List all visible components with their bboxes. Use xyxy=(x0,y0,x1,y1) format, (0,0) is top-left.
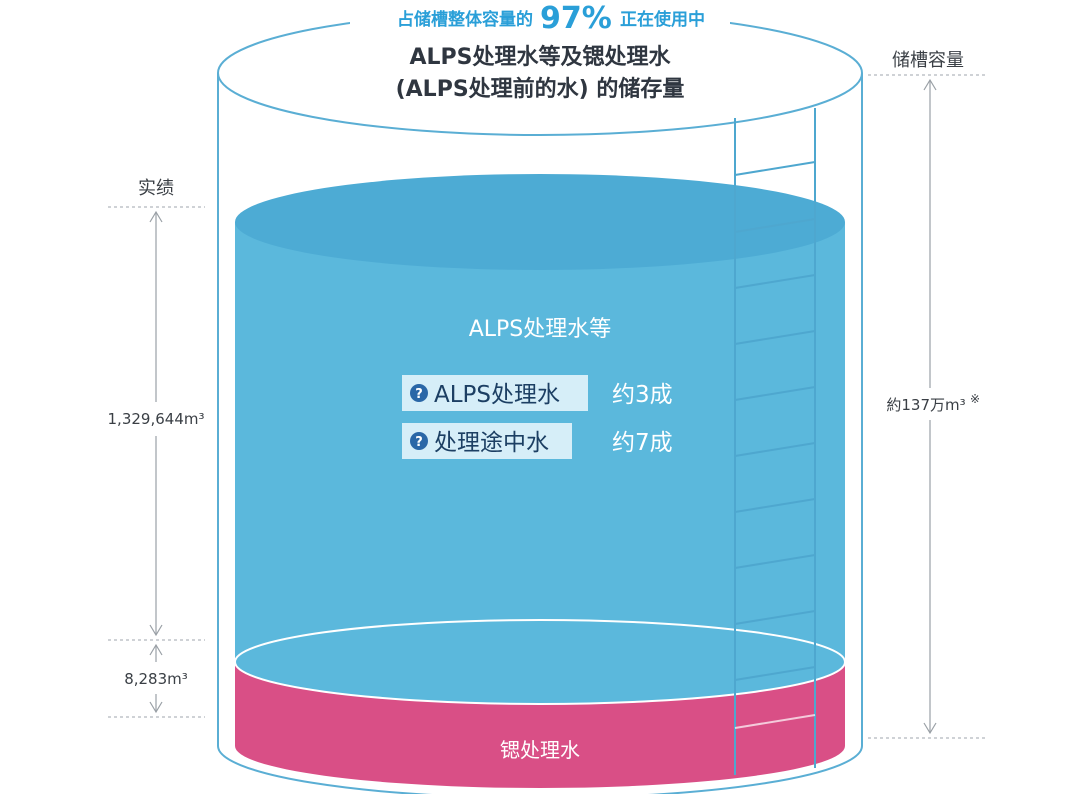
ladder xyxy=(734,108,816,775)
left-axis-title: 实绩 xyxy=(138,178,174,199)
item-row-midprocess: ? 处理途中水 约7成 xyxy=(402,423,673,459)
header-title-line1: ALPS处理水等及锶处理水 xyxy=(409,44,671,70)
item-name: 处理途中水 xyxy=(434,430,549,456)
main-water-label: ALPS处理水等 xyxy=(469,317,612,342)
water-bottom-surface xyxy=(234,619,846,705)
left-axis: 实绩 1,329,644m³ 8,283m³ xyxy=(108,178,205,718)
water-labels: ALPS处理水等 ? ALPS处理水 约3成 ? 处理途中水 约7成 锶处理水 xyxy=(402,317,673,762)
info-icon xyxy=(410,432,428,450)
bottom-volume-value: 8,283m³ xyxy=(124,670,188,688)
item-name: ALPS处理水 xyxy=(434,382,560,408)
water-body xyxy=(234,174,846,705)
svg-text:?: ? xyxy=(415,435,423,450)
header: 占储槽整体容量的 97% 正在使用中 ALPS处理水等及锶处理水 (ALPS处理… xyxy=(350,1,730,102)
header-percent: 97% xyxy=(540,1,612,36)
right-axis: 储槽容量 約137万m³ ※ xyxy=(868,50,985,739)
strontium-label: 锶处理水 xyxy=(500,738,580,762)
info-icon xyxy=(410,384,428,402)
right-axis-title: 储槽容量 xyxy=(892,50,964,71)
capacity-value: 約137万m³ xyxy=(886,396,965,414)
header-suffix: 正在使用中 xyxy=(620,9,705,30)
header-title-line2: (ALPS处理前的水) 的储存量 xyxy=(396,76,685,102)
item-row-alps: ? ALPS处理水 约3成 xyxy=(402,375,673,411)
main-volume-value: 1,329,644m³ xyxy=(108,410,205,428)
item-value: 约7成 xyxy=(612,430,673,456)
svg-text:?: ? xyxy=(415,387,423,402)
capacity-note-mark: ※ xyxy=(970,392,980,406)
header-prefix: 占储槽整体容量的 xyxy=(397,9,533,30)
item-value: 约3成 xyxy=(612,382,673,408)
